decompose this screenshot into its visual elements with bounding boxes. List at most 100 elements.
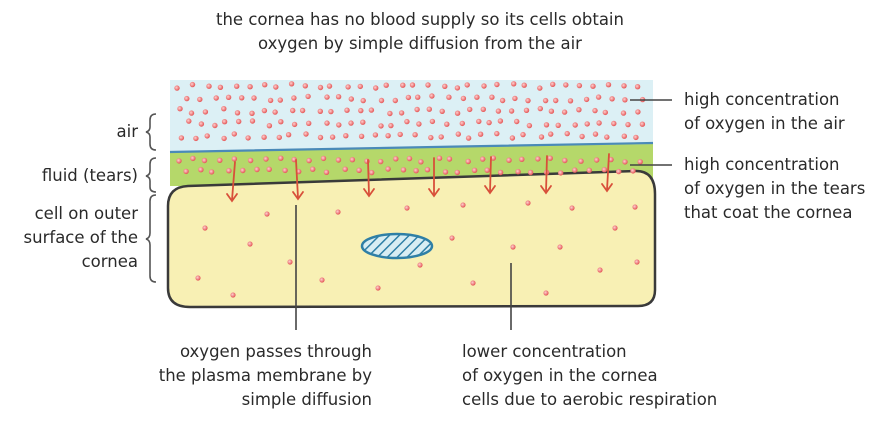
air-layer: [170, 80, 653, 152]
oxygen-dot: [385, 166, 390, 171]
oxygen-dot: [437, 156, 442, 161]
oxygen-dot: [248, 158, 253, 163]
oxygen-dot: [343, 133, 348, 138]
title-line-1: the cornea has no blood supply so its ce…: [170, 8, 670, 32]
oxygen-dot: [350, 157, 355, 162]
oxygen-dot: [247, 84, 252, 89]
oxygen-dot: [465, 82, 470, 87]
oxygen-dot: [616, 169, 621, 174]
oxygen-dot: [203, 109, 208, 114]
oxygen-dot: [439, 134, 444, 139]
oxygen-dot: [612, 225, 617, 230]
oxygen-dot: [199, 121, 204, 126]
oxygen-dot: [576, 107, 581, 112]
oxygen-dot: [522, 83, 527, 88]
oxygen-dot: [415, 95, 420, 100]
oxygen-dot: [218, 85, 223, 90]
oxygen-dot: [209, 169, 214, 174]
oxygen-dot: [254, 167, 259, 172]
oxygen-dot: [306, 121, 311, 126]
oxygen-dot: [235, 110, 240, 115]
fluid-label: fluid (tears): [10, 164, 138, 188]
oxygen-dot: [379, 98, 384, 103]
oxygen-dot: [596, 120, 601, 125]
oxygen-dot: [425, 167, 430, 172]
oxygen-dot: [557, 244, 562, 249]
oxygen-dot: [449, 235, 454, 240]
oxygen-dot: [515, 169, 520, 174]
oxygen-dot: [247, 241, 252, 246]
oxygen-dot: [467, 107, 472, 112]
oxygen-dot: [568, 98, 573, 103]
oxygen-dot: [414, 107, 419, 112]
oxygen-dot: [635, 84, 640, 89]
title-line-2: oxygen by simple diffusion from the air: [170, 32, 670, 56]
oxygen-dot: [625, 122, 630, 127]
oxygen-dot: [640, 122, 645, 127]
oxygen-dot: [470, 280, 475, 285]
oxygen-dot: [398, 132, 403, 137]
oxygen-dot: [360, 120, 365, 125]
oxygen-dot: [373, 132, 378, 137]
oxygen-dot: [300, 108, 305, 113]
oxygen-dot: [442, 84, 447, 89]
oxygen-dot: [176, 158, 181, 163]
oxygen-dot: [579, 134, 584, 139]
oxygen-dot: [428, 135, 433, 140]
oxygen-dot: [369, 170, 374, 175]
oxygen-dot: [481, 83, 486, 88]
oxygen-dot: [267, 123, 272, 128]
oxygen-dot: [212, 123, 217, 128]
oxygen-dot: [214, 95, 219, 100]
oxygen-dot: [358, 108, 363, 113]
oxygen-dot: [345, 84, 350, 89]
oxygen-dot: [404, 205, 409, 210]
oxygen-dot: [553, 98, 558, 103]
oxygen-dot: [356, 168, 361, 173]
oxygen-dot: [634, 259, 639, 264]
oxygen-dot: [622, 97, 627, 102]
oxygen-dot: [606, 82, 611, 87]
oxygen-dot: [230, 292, 235, 297]
oxygen-dot: [525, 200, 530, 205]
oxygen-dot: [632, 204, 637, 209]
oxygen-dot: [324, 170, 329, 175]
oxygen-dot: [278, 119, 283, 124]
oxygen-dot: [290, 108, 295, 113]
oxygen-dot: [399, 110, 404, 115]
left-braces: [146, 114, 156, 282]
oxygen-dot: [292, 122, 297, 127]
oxygen-dot: [558, 170, 563, 175]
oxygen-dot: [633, 135, 638, 140]
fluid-brace: [146, 158, 156, 192]
oxygen-dot: [592, 108, 597, 113]
cell-label: cell on outer surface of the cornea: [10, 202, 138, 274]
oxygen-dot: [447, 156, 452, 161]
oxygen-dot: [359, 134, 364, 139]
oxygen-dot: [549, 109, 554, 114]
oxygen-dot: [278, 97, 283, 102]
oxygen-dot: [480, 156, 485, 161]
oxygen-dot: [443, 169, 448, 174]
oxygen-dot: [262, 108, 267, 113]
oxygen-dot: [494, 82, 499, 87]
oxygen-dot: [263, 156, 268, 161]
oxygen-dot: [343, 167, 348, 172]
oxygen-dot: [466, 159, 471, 164]
diffusion-label: oxygen passes through the plasma membran…: [100, 340, 372, 412]
oxygen-dot: [455, 170, 460, 175]
oxygen-dot: [190, 82, 195, 87]
oxygen-dot: [327, 83, 332, 88]
oxygen-dot: [249, 111, 254, 116]
oxygen-dot: [240, 168, 245, 173]
oxygen-dot: [344, 108, 349, 113]
air-brace: [146, 114, 156, 150]
oxygen-dot: [375, 285, 380, 290]
oxygen-dot: [202, 225, 207, 230]
oxygen-dot: [369, 107, 374, 112]
oxygen-dot: [306, 158, 311, 163]
oxygen-dot: [232, 131, 237, 136]
oxygen-dot: [202, 158, 207, 163]
oxygen-dot: [262, 82, 267, 87]
oxygen-dot: [416, 121, 421, 126]
